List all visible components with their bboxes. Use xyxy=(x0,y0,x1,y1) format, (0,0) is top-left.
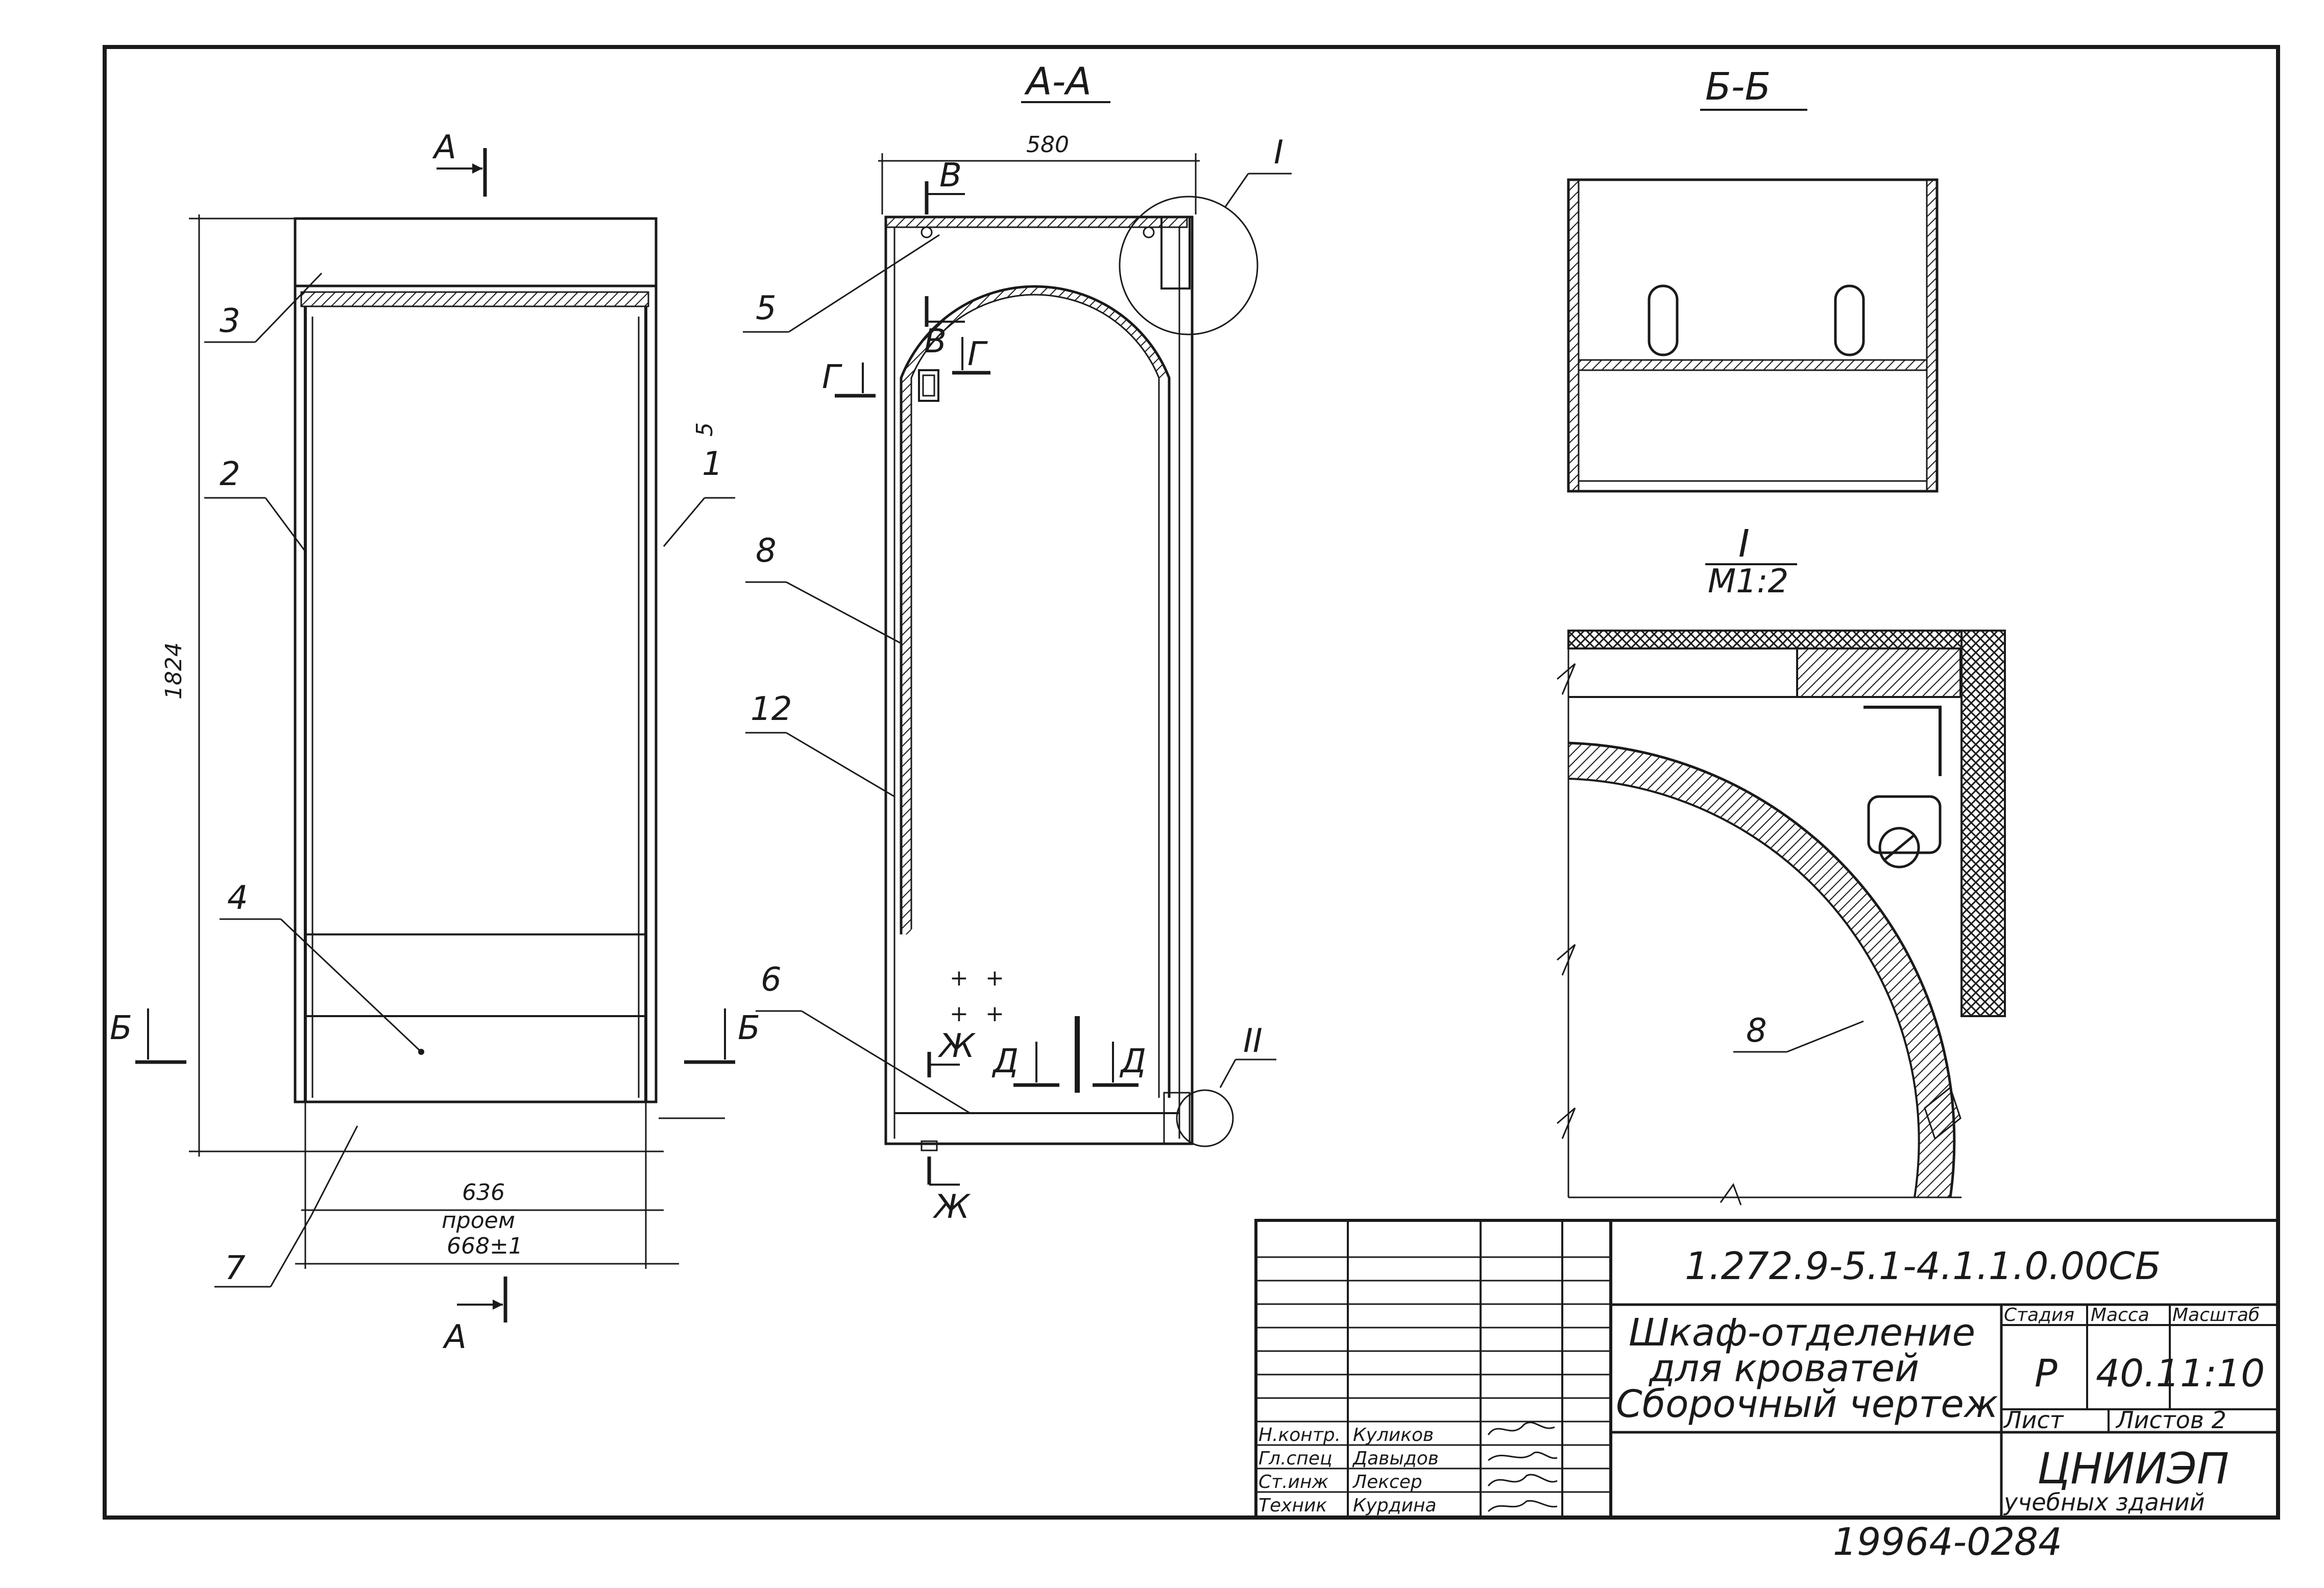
detail-1-circle xyxy=(1119,196,1258,335)
detail-2-circle xyxy=(1176,1089,1234,1147)
section-mark-zh-top: Ж xyxy=(937,1027,976,1065)
signature-4 xyxy=(1487,1500,1558,1512)
section-mark-v-mid: В xyxy=(924,323,947,360)
depth-dimension: 580 xyxy=(1026,132,1069,158)
signature-3 xyxy=(1487,1474,1558,1486)
signature-1 xyxy=(1487,1422,1555,1435)
cabinet-outline xyxy=(294,217,658,1103)
sheet-frame xyxy=(103,45,2280,1520)
section-aa-title: А-А xyxy=(1024,60,1092,104)
section-mark-v-top: В xyxy=(939,157,962,195)
opening-label: проем xyxy=(442,1208,515,1234)
page-number: 84 xyxy=(2014,1520,2062,1564)
org-name: ЦНИИЭП xyxy=(2037,1443,2229,1494)
part-number-8-detail: 8 xyxy=(1746,1012,1767,1050)
staff-name-3: Лексер xyxy=(1352,1472,1422,1493)
detail-1: I М1:2 8 xyxy=(1557,522,2006,1206)
mass-label: Масса xyxy=(2091,1305,2149,1326)
section-mark-d-right: Д xyxy=(1119,1043,1146,1080)
part-number-5: 5 xyxy=(756,290,777,327)
part-number-8: 8 xyxy=(756,532,777,570)
staff-name-1: Куликов xyxy=(1353,1425,1434,1446)
staff-name-4: Курдина xyxy=(1353,1495,1437,1516)
section-mark-d-left: Д xyxy=(991,1043,1019,1080)
section-mark-b-left: Б xyxy=(110,1009,132,1047)
front-view: 1824 636 проем 668±1 5 А А Б Б 3 2 xyxy=(110,129,760,1356)
section-aa: А-А 580 + + + + I xyxy=(743,60,1292,1226)
staff-role-3: Ст.инж xyxy=(1258,1472,1328,1493)
part-number-2: 2 xyxy=(220,455,240,493)
title-line-2: для кроватей xyxy=(1648,1346,1919,1390)
sheets-label: Листов 2 xyxy=(2115,1406,2226,1434)
part-number-3: 3 xyxy=(220,302,240,340)
org-subtitle: учебных зданий xyxy=(2003,1488,2205,1516)
staff-role-4: Техник xyxy=(1258,1495,1327,1516)
title-line-3: Сборочный чертеж xyxy=(1616,1382,1998,1426)
scale-value: 1:10 xyxy=(2180,1352,2265,1395)
gap-dimension: 5 xyxy=(692,422,718,437)
section-mark-zh-bottom: Ж xyxy=(932,1188,971,1226)
part-number-12: 12 xyxy=(751,690,792,728)
drawing-code: 1.272.9-5.1-4.1.1.0.00СБ xyxy=(1685,1244,2161,1288)
section-mark-g-right: Г xyxy=(967,335,988,373)
section-mark-b-right: Б xyxy=(738,1009,760,1047)
svg-text:+: + xyxy=(985,965,1004,991)
part-number-6: 6 xyxy=(761,961,782,999)
width-outer-dimension: 668±1 xyxy=(447,1233,523,1259)
part-number-4: 4 xyxy=(227,879,248,917)
part-number-1: 1 xyxy=(702,445,723,483)
staff-name-2: Давыдов xyxy=(1352,1448,1439,1469)
section-bb-title: Б-Б xyxy=(1705,65,1771,109)
part-number-7: 7 xyxy=(225,1249,246,1287)
svg-text:+: + xyxy=(985,1001,1004,1027)
height-dimension: 1824 xyxy=(161,642,187,700)
section-bb: Б-Б xyxy=(1567,65,1939,493)
section-mark-g-left: Г xyxy=(822,358,842,396)
staff-role-2: Гл.спец xyxy=(1258,1448,1333,1469)
mass-value: 40.1 xyxy=(2096,1352,2180,1395)
scale-label: Масштаб xyxy=(2172,1305,2260,1326)
detail-2-ref: II xyxy=(1243,1022,1263,1060)
archive-number: 19964-02 xyxy=(1833,1520,2015,1564)
svg-text:+: + xyxy=(950,1001,969,1027)
detail-1-title: I xyxy=(1738,522,1750,566)
title-line-1: Шкаф-отделение xyxy=(1629,1311,1975,1355)
section-mark-a-bottom: А xyxy=(442,1318,467,1356)
stage-value: Р xyxy=(2035,1352,2057,1395)
signature-2 xyxy=(1488,1451,1558,1461)
detail-1-scale: М1:2 xyxy=(1708,563,1788,600)
detail-1-ref: I xyxy=(1274,134,1284,172)
staff-role-1: Н.контр. xyxy=(1258,1425,1341,1446)
title-block: 1.272.9-5.1-4.1.1.0.00СБ Шкаф-отделение … xyxy=(1254,1219,2280,1519)
width-inner-dimension: 636 xyxy=(462,1180,505,1206)
section-mark-a-top: А xyxy=(432,129,456,166)
sheet-label: Лист xyxy=(2003,1406,2064,1434)
stage-label: Стадия xyxy=(2004,1305,2074,1326)
svg-text:+: + xyxy=(950,965,969,991)
